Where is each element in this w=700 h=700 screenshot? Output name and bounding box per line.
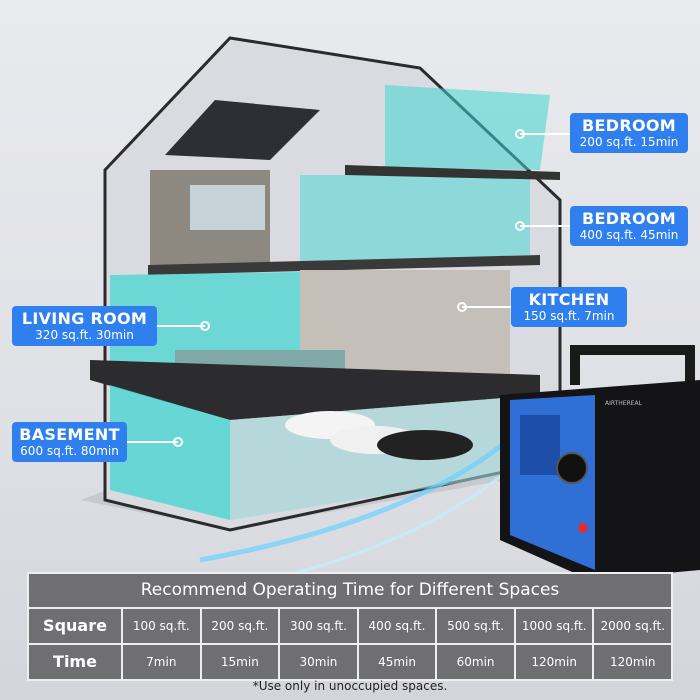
table-cell: 30min: [278, 645, 357, 679]
airflow-swoosh: [199, 428, 522, 563]
footnote: *Use only in unoccupied spaces.: [252, 679, 448, 693]
device-vent-grille: [520, 415, 560, 475]
label-detail: 320 sq.ft. 30min: [35, 328, 134, 342]
bedroom-lower-highlight: [300, 175, 530, 270]
table-row-square: Square 100 sq.ft. 200 sq.ft. 300 sq.ft. …: [29, 609, 671, 643]
floor-slab: [148, 255, 540, 275]
operating-time-table: Recommend Operating Time for Different S…: [27, 572, 673, 681]
label-title: KITCHEN: [528, 290, 610, 309]
row-header: Square: [43, 616, 107, 635]
table-cell: 15min: [199, 645, 279, 679]
table-cell: 100 sq.ft.: [121, 609, 200, 643]
device-brand: AIRTHEREAL: [605, 400, 643, 407]
basement-highlight: [110, 385, 230, 520]
timer-knob: [556, 452, 588, 484]
label-detail: 150 sq.ft. 7min: [523, 309, 615, 323]
table-cell: 300 sq.ft.: [278, 609, 357, 643]
table-cell: 45min: [356, 645, 436, 679]
label-title: LIVING ROOM: [21, 309, 148, 328]
bedroom-upper-label: BEDROOM 200 sq.ft. 15min: [570, 113, 688, 153]
label-title: BEDROOM: [582, 209, 676, 228]
skylight: [165, 100, 320, 160]
label-detail: 200 sq.ft. 15min: [579, 135, 679, 149]
table-row-time: Time 7min 15min 30min 45min 60min 120min…: [29, 643, 671, 679]
basement-label: BASEMENT 600 sq.ft. 80min: [12, 422, 127, 462]
car: [377, 430, 473, 460]
living-room-label: LIVING ROOM 320 sq.ft. 30min: [12, 306, 157, 346]
bedroom-upper-highlight: [385, 85, 550, 170]
table-title: Recommend Operating Time for Different S…: [29, 574, 671, 609]
bedroom-lower-label: BEDROOM 400 sq.ft. 45min: [570, 206, 688, 246]
table-cell: 2000 sq.ft.: [592, 609, 671, 643]
table-cell: 1000 sq.ft.: [513, 609, 593, 643]
label-title: BEDROOM: [582, 116, 676, 135]
table-cell: 400 sq.ft.: [356, 609, 436, 643]
power-button: [578, 523, 588, 533]
label-detail: 400 sq.ft. 45min: [579, 228, 679, 242]
table-cell: 7min: [121, 645, 200, 679]
floor-slab: [90, 360, 540, 420]
table-cell: 200 sq.ft.: [199, 609, 279, 643]
table-cell: 120min: [592, 645, 671, 679]
living-room-highlight: [110, 272, 300, 375]
label-title: BASEMENT: [19, 425, 120, 444]
table-cell: 500 sq.ft.: [435, 609, 514, 643]
ozone-generator-device: AIRTHEREAL: [500, 345, 700, 580]
floor-slab: [345, 165, 560, 180]
office-window: [190, 185, 265, 230]
table-cell: 60min: [435, 645, 514, 679]
device-handle: [570, 345, 695, 395]
row-header: Time: [53, 652, 97, 671]
label-detail: 600 sq.ft. 80min: [20, 444, 119, 458]
kitchen-label: KITCHEN 150 sq.ft. 7min: [511, 287, 627, 327]
table-cell: 120min: [513, 645, 593, 679]
